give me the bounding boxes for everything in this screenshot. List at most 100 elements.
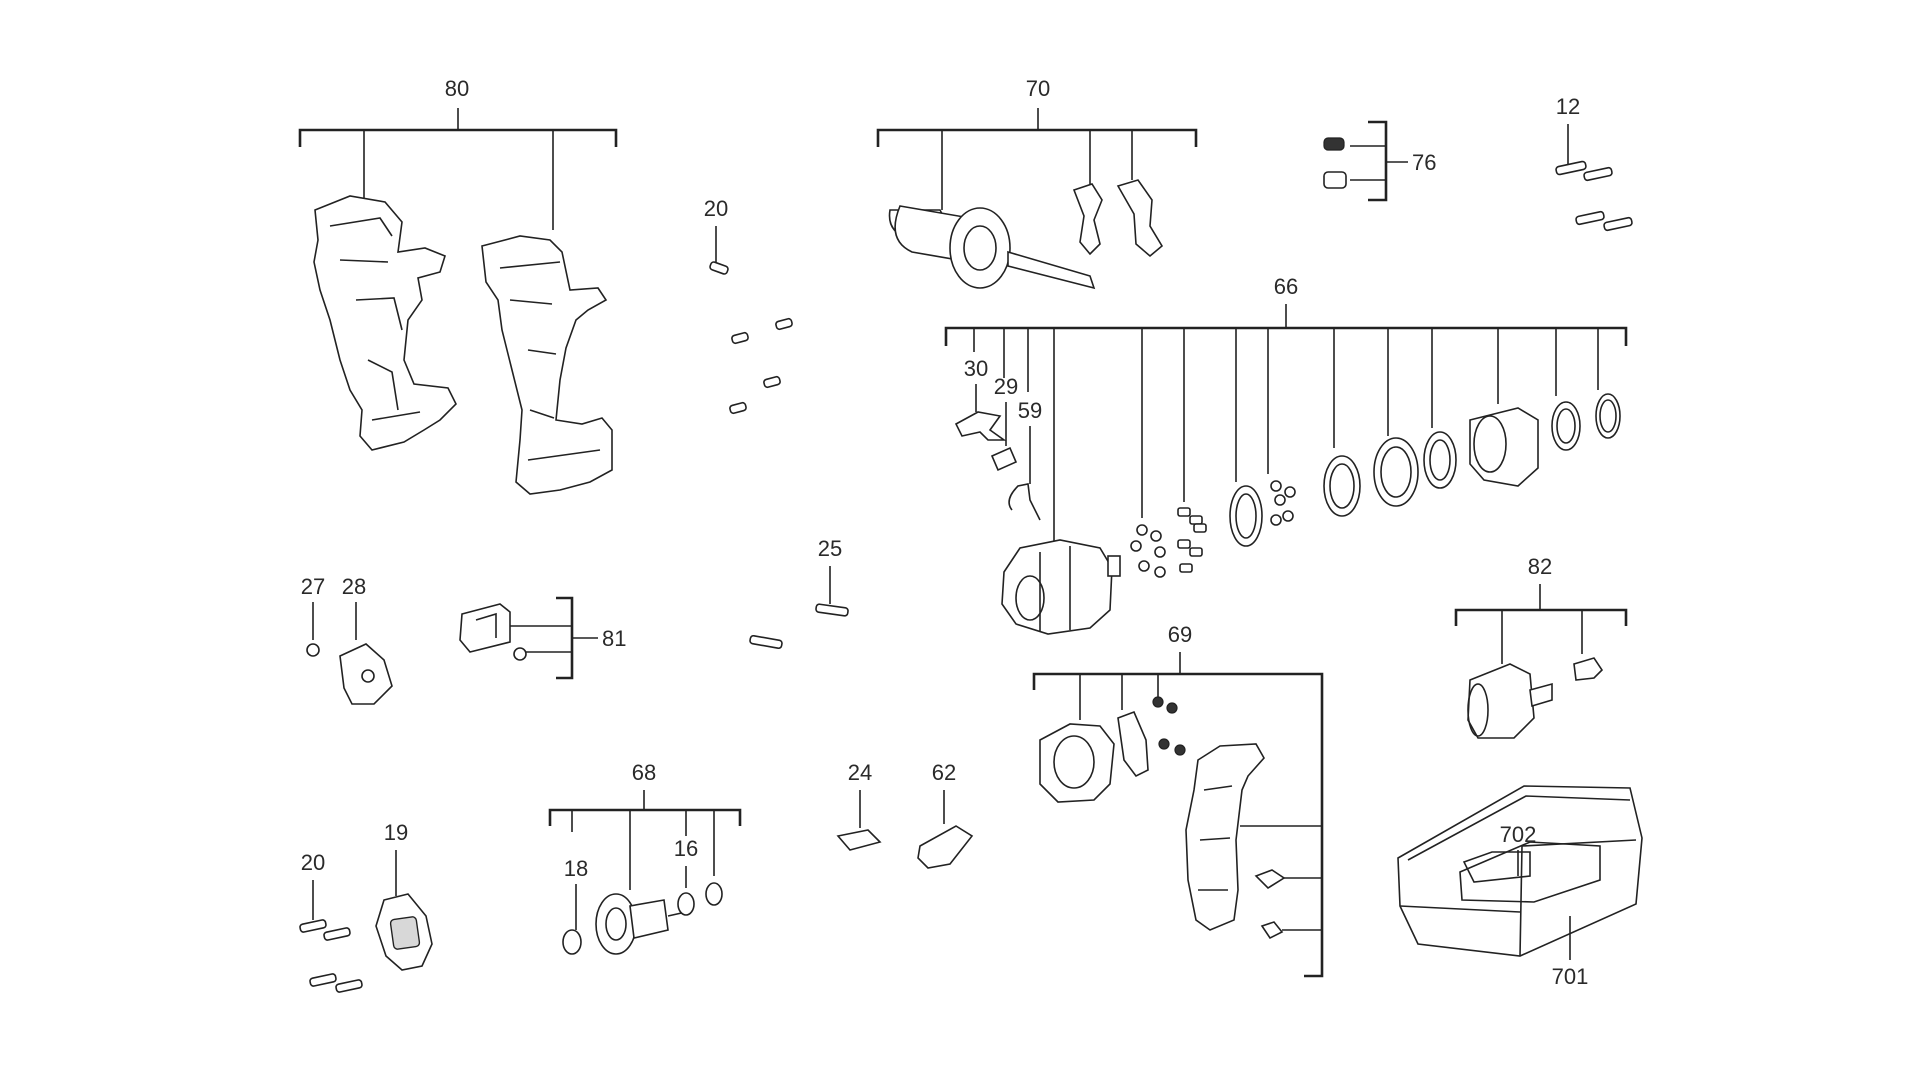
led-housing-slot	[475, 612, 497, 638]
group-25-screws: 25	[749, 536, 849, 650]
label-12: 12	[1556, 94, 1580, 119]
label-70: 70	[1026, 76, 1050, 101]
label-20-top: 20	[704, 196, 728, 221]
ring-gear-a-inner	[1329, 463, 1355, 509]
group-81: 81	[459, 596, 626, 680]
group-701-702-case: 702 701	[1397, 785, 1643, 989]
stator-bore	[1053, 735, 1095, 789]
led-lens	[513, 647, 527, 661]
group-12-screws: 12	[1555, 94, 1633, 232]
left-housing-half	[313, 195, 457, 451]
screw-icon	[729, 401, 747, 415]
chuck-shank	[1529, 682, 1553, 708]
label-30: 30	[964, 356, 988, 381]
label-25: 25	[818, 536, 842, 561]
label-16: 16	[674, 836, 698, 861]
group-20-screws-top: 20	[704, 196, 793, 415]
screw-icon	[749, 634, 783, 650]
screw-icon	[1555, 160, 1587, 176]
side-handle-rod	[1007, 250, 1096, 290]
side-handle-clamp-inner	[963, 225, 997, 271]
chuck-body	[1467, 663, 1535, 739]
label-20-bottom: 20	[301, 850, 325, 875]
label-28: 28	[342, 574, 366, 599]
label-18: 18	[564, 856, 588, 881]
screw-icon	[775, 317, 793, 331]
screw-icon	[731, 331, 749, 345]
clamp-clip-a	[1072, 183, 1103, 256]
group-70-side-handle: 70	[876, 76, 1198, 290]
screw-icon	[1575, 210, 1605, 226]
label-81: 81	[602, 626, 626, 651]
screw-icon	[323, 927, 351, 941]
group-68-rotor: 68 18 16	[548, 760, 742, 955]
clamp-clip-b	[1116, 179, 1164, 258]
screw-icon	[299, 919, 327, 933]
label-66: 66	[1274, 274, 1298, 299]
label-27: 27	[301, 574, 325, 599]
bracket-66	[944, 326, 1628, 346]
switch-clip	[1254, 869, 1286, 890]
label-68: 68	[632, 760, 656, 785]
bracket-81	[556, 596, 574, 680]
screw-icon	[1174, 744, 1186, 756]
right-housing-half	[481, 235, 613, 495]
screw-icon	[1158, 738, 1170, 750]
label-69: 69	[1168, 622, 1192, 647]
sensor-board	[1117, 710, 1149, 778]
bearing-18	[562, 929, 582, 955]
clutch-cage-face	[1473, 415, 1507, 473]
right-housing-ribs	[499, 261, 601, 461]
rotor-core	[629, 899, 669, 939]
led-housing	[459, 603, 511, 653]
bearing-16	[677, 892, 695, 916]
plug-part	[1323, 171, 1347, 189]
left-housing-ribs	[329, 217, 421, 421]
group-24-62: 24 62	[836, 760, 974, 869]
chuck-screw	[1573, 657, 1604, 681]
detent-balls-b	[1270, 480, 1296, 526]
screw-icon	[309, 973, 337, 987]
group-69-electronics: 69	[1032, 622, 1324, 978]
screw-icon	[335, 979, 363, 993]
label-701: 701	[1552, 964, 1589, 989]
ring-e-inner	[1599, 399, 1617, 433]
spring-part	[1323, 137, 1345, 151]
ring-gear-c-inner	[1429, 439, 1451, 481]
label-82: 82	[1528, 554, 1552, 579]
label-19: 19	[384, 820, 408, 845]
switch-module	[1185, 743, 1265, 931]
bracket-76	[1368, 120, 1388, 202]
part-62	[917, 825, 974, 869]
group-20-19: 20 19	[299, 820, 433, 993]
carry-case-label-recess	[1462, 851, 1531, 883]
bearing-right	[705, 882, 723, 906]
washer-hole	[1235, 493, 1257, 539]
group-27-28: 27 28	[301, 574, 393, 705]
screw-icon	[1583, 166, 1613, 182]
chuck-face	[1467, 683, 1489, 737]
label-29: 29	[994, 374, 1018, 399]
label-62: 62	[932, 760, 956, 785]
label-702: 702	[1500, 822, 1537, 847]
gearbox-housing	[1001, 539, 1113, 635]
nut-part	[306, 643, 320, 657]
part-24	[836, 829, 882, 851]
washer	[1229, 485, 1263, 547]
bracket-70	[876, 128, 1198, 147]
bracket-68	[548, 808, 742, 826]
screw-icon	[1603, 216, 1633, 232]
group-82-chuck: 82	[1454, 554, 1628, 739]
group-66-gearbox: 66 30 29 59	[944, 274, 1628, 635]
rotor-fan	[595, 893, 637, 955]
ring-d-inner	[1556, 408, 1576, 444]
gearbox-spindle	[1107, 555, 1121, 577]
mode-plate	[339, 643, 393, 705]
label-24: 24	[848, 760, 872, 785]
gearbox-face	[1015, 575, 1045, 621]
clutch-cage	[1469, 407, 1539, 487]
ring-gear-b-inner	[1380, 446, 1412, 498]
group-80-housing: 80	[298, 76, 618, 495]
